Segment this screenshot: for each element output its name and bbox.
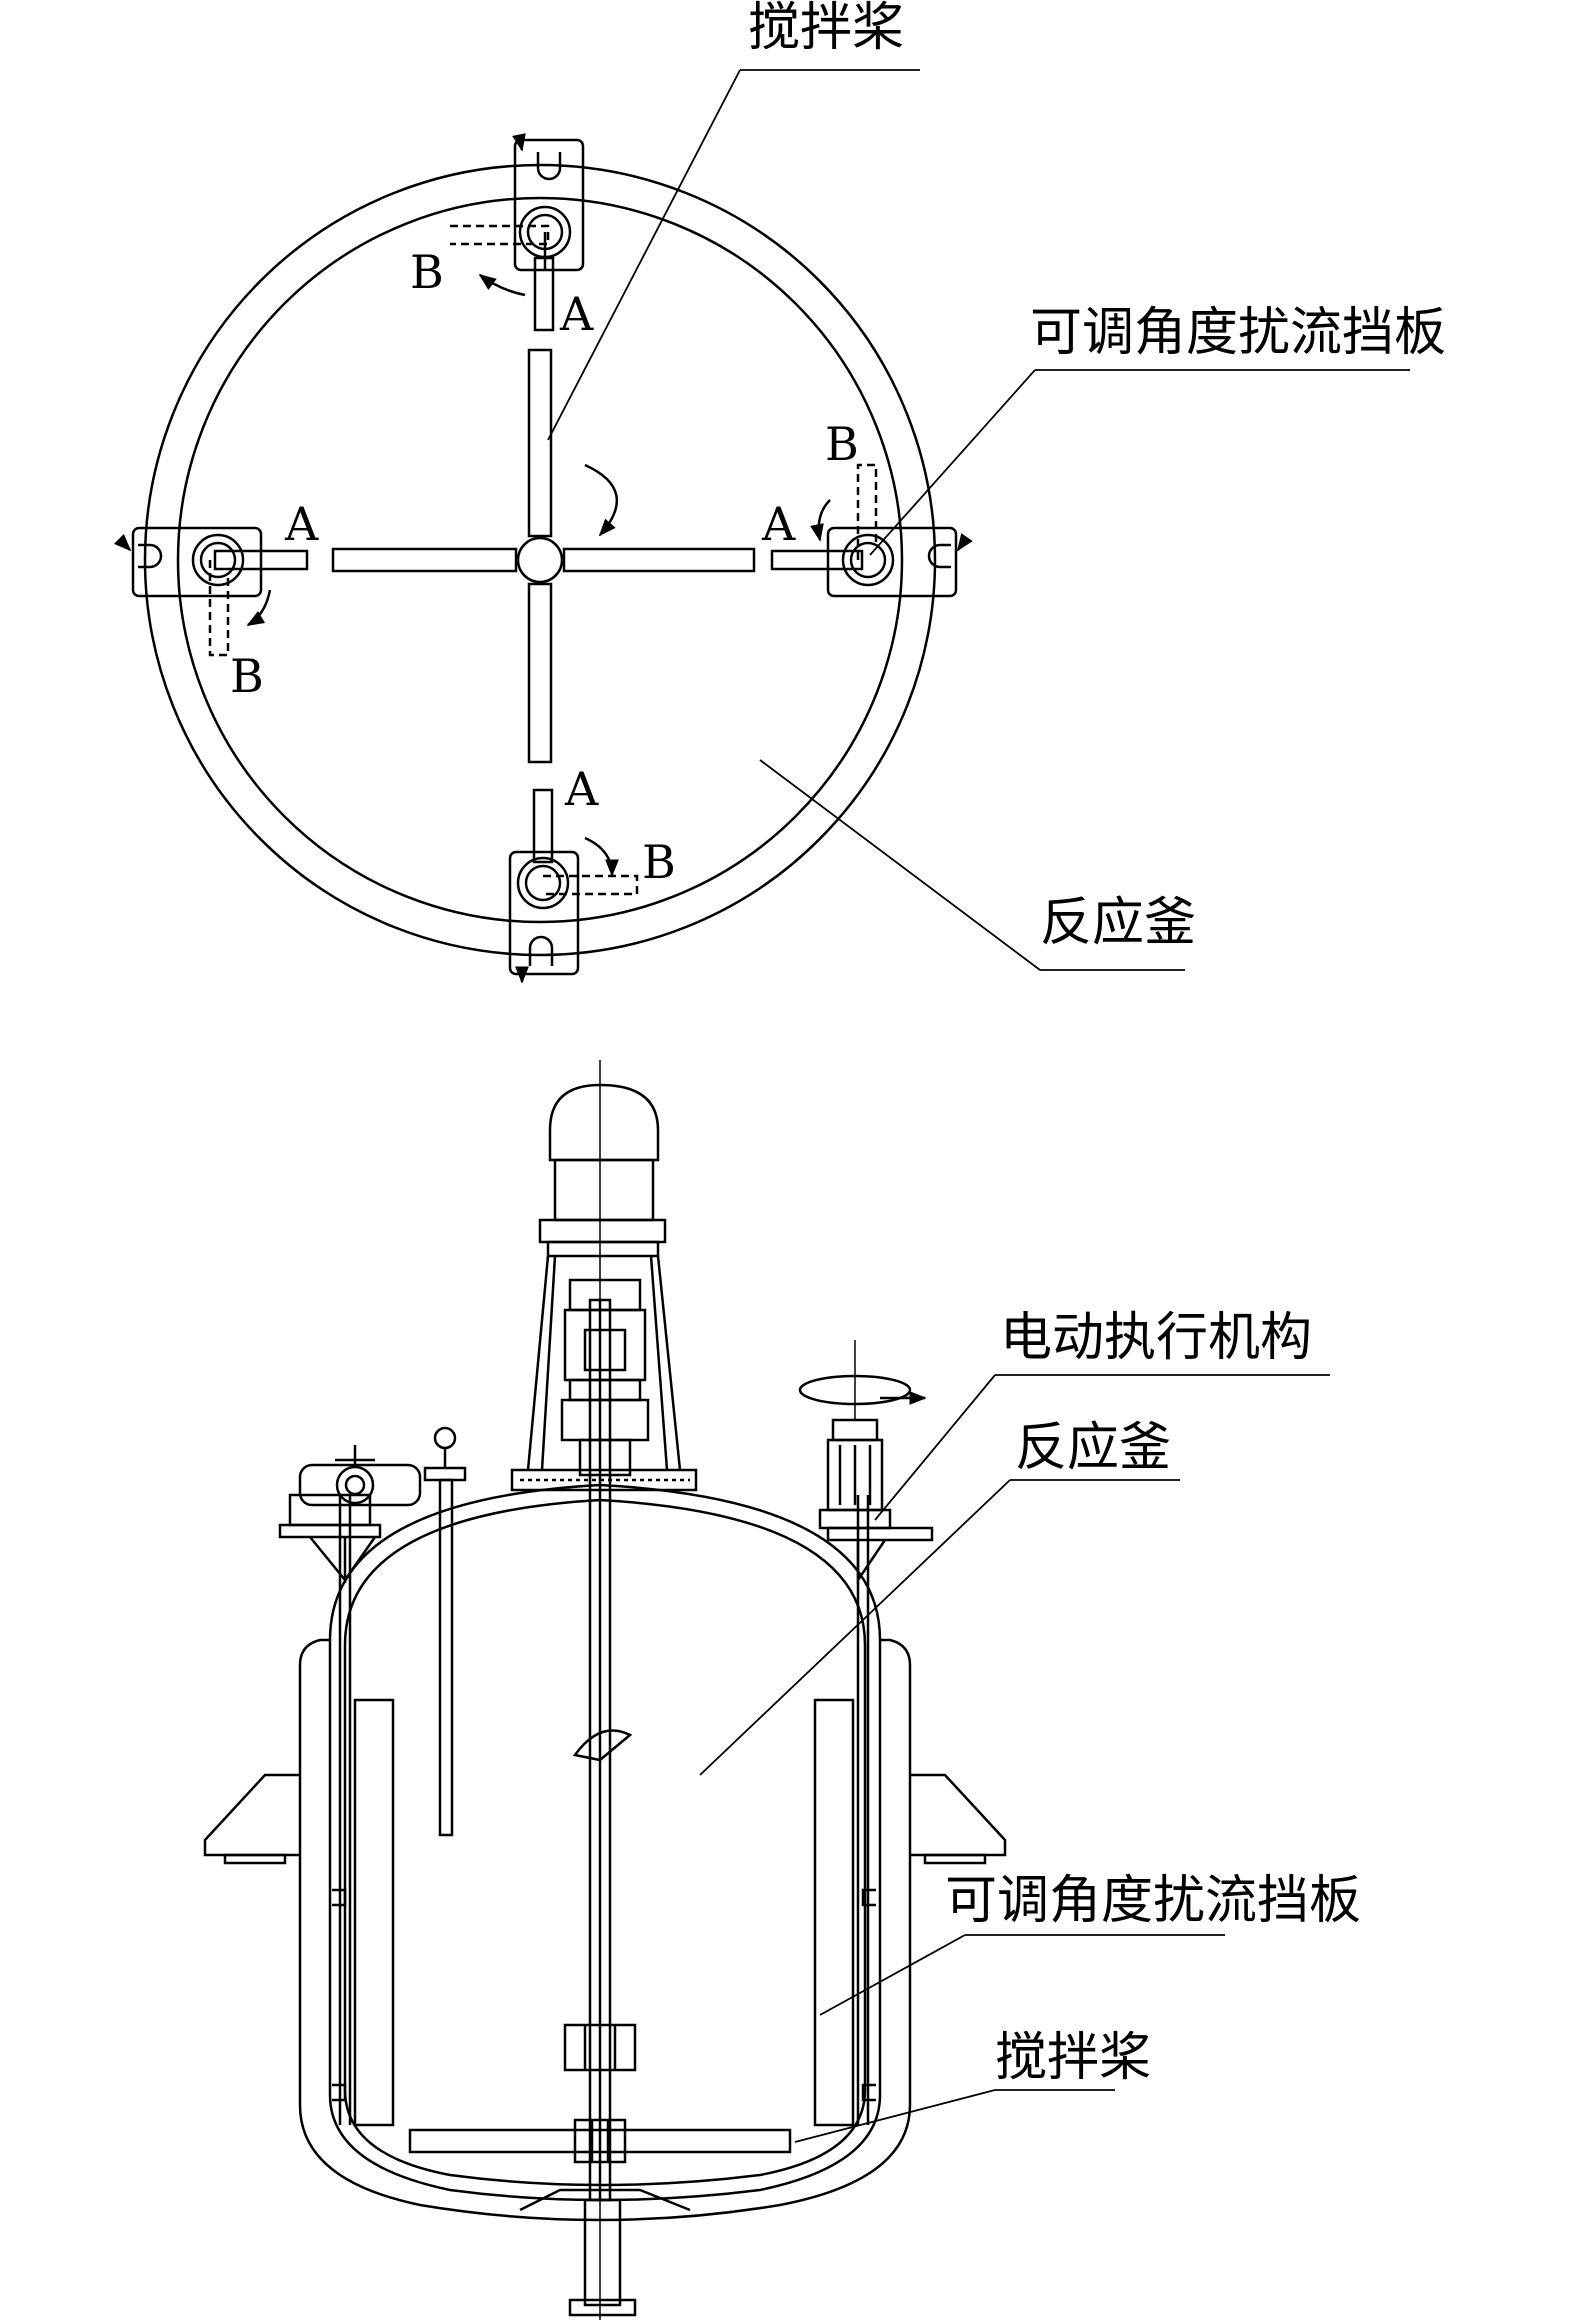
impeller-top-view: [331, 348, 756, 764]
thermometer: [423, 1426, 467, 1837]
top-view: [113, 69, 1410, 984]
label-impeller-side: 搅拌桨: [995, 2028, 1151, 2088]
impeller-side-view: [408, 2118, 792, 2164]
marker-b-east: B: [825, 417, 859, 471]
marker-a-east: A: [761, 497, 796, 551]
baffle-west: [113, 526, 309, 657]
impeller-blade-west: [331, 547, 518, 573]
leader-actuator: [874, 1374, 996, 1521]
baffle-south: [508, 788, 639, 984]
baffle-left-side: [332, 1495, 395, 2127]
leader-impeller-side: [794, 2089, 996, 2143]
baffle-east: [770, 463, 973, 598]
reactor-inner-wall: [176, 196, 904, 924]
leader-reactor-top: [759, 759, 1041, 971]
marker-a-west: A: [284, 497, 319, 551]
label-reactor-top: 反应釜: [1040, 893, 1196, 953]
label-baffle-side: 可调角度扰流挡板: [945, 1871, 1361, 1931]
impeller-blade-east: [562, 547, 756, 573]
label-impeller-top: 搅拌桨: [748, 0, 904, 58]
label-baffle-top: 可调角度扰流挡板: [1030, 303, 1446, 363]
leader-baffle-side: [819, 1934, 966, 2016]
actuator-right: [798, 1340, 934, 1585]
marker-a-north: A: [559, 287, 594, 341]
support-lug-right: [910, 1773, 1007, 1857]
impeller-blade-north: [527, 348, 553, 538]
support-lug-left: [203, 1773, 300, 1857]
leader-baffle-top: [869, 369, 1036, 556]
actuator-left: [278, 1445, 422, 1584]
vessel-jacket-outer: [298, 1638, 912, 2222]
baffle-north: [450, 133, 585, 332]
rotation-arrow-icon: [584, 463, 618, 537]
bottom-outlet: [519, 2188, 691, 2317]
impeller-hub: [516, 536, 564, 584]
reactor-outer-wall: [143, 163, 937, 957]
label-actuator-side: 电动执行机构: [1000, 1308, 1312, 1368]
side-view: [203, 1060, 1330, 2320]
agitator-motor: [538, 1083, 667, 1258]
impeller-blade-south: [527, 582, 553, 764]
leader-impeller-top: [547, 69, 741, 441]
vessel-inner-wall: [328, 1483, 882, 2202]
leader-reactor-side: [699, 1479, 1011, 1776]
baffle-right-side: [813, 1495, 876, 2127]
marker-b-south: B: [642, 835, 676, 889]
marker-b-north: B: [410, 245, 444, 299]
label-reactor-side: 反应釜: [1015, 1418, 1171, 1478]
agitator-support-frame: [510, 1255, 698, 1492]
agitator-shaft: [563, 1298, 637, 2202]
marker-a-south: A: [564, 762, 599, 816]
marker-b-west: B: [230, 649, 264, 703]
